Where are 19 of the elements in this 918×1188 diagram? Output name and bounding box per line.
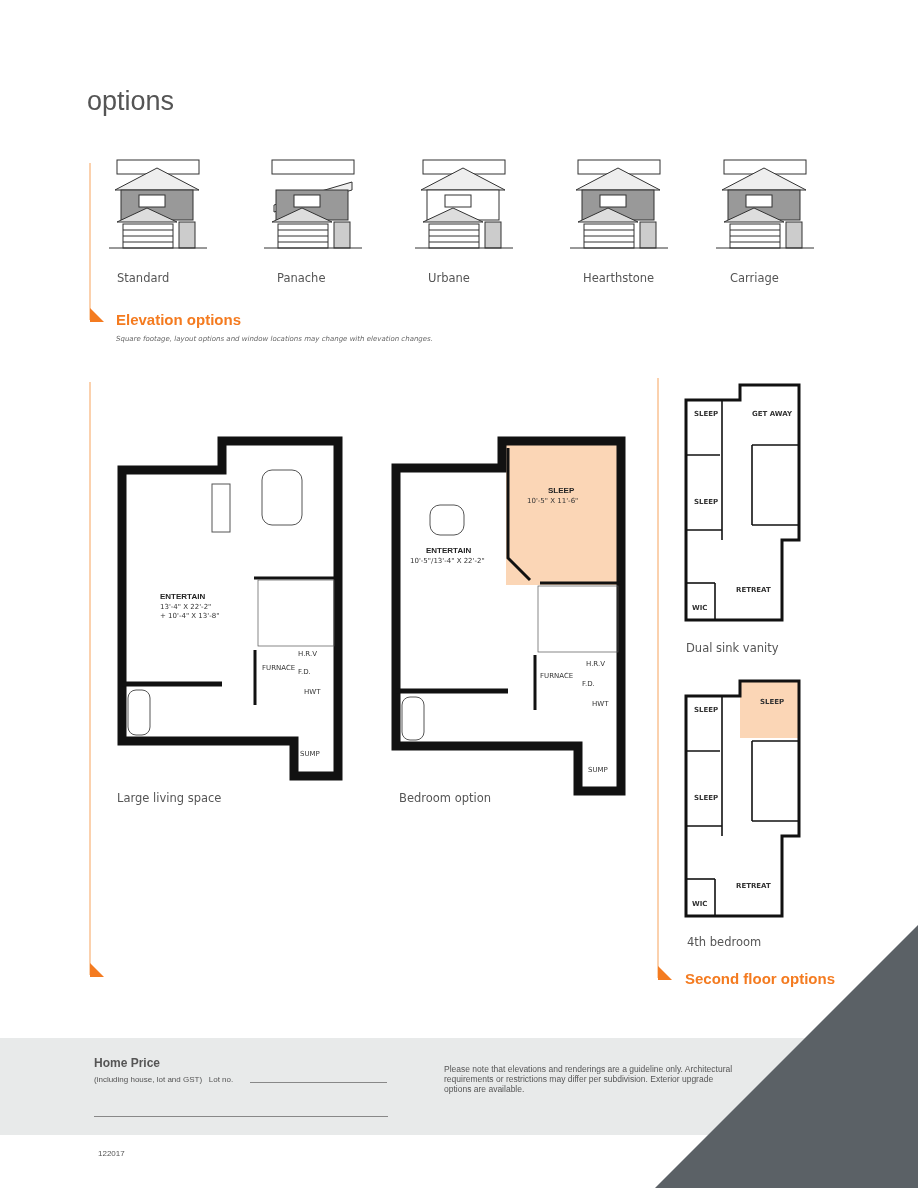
page-title: options <box>87 86 175 117</box>
form-label: (including house, lot and GST) Lot no. <box>94 1075 234 1085</box>
room-name: ENTERTAIN <box>426 546 472 556</box>
plan-caption: Large living space <box>117 792 222 806</box>
plan-caption: Dual sink vanity <box>686 642 779 656</box>
section-heading: Elevation options <box>116 311 241 329</box>
section-heading: Second floor options <box>685 970 835 988</box>
elevation-caption: Standard <box>117 272 170 286</box>
document-code: 122017 <box>98 1149 125 1159</box>
plan-caption: Bedroom option <box>399 792 492 806</box>
elevation-caption: Carriage <box>730 272 779 286</box>
room-name: ENTERTAIN <box>160 592 206 602</box>
elevation-caption: Hearthstone <box>583 272 655 286</box>
form-heading: Home Price <box>94 1057 161 1071</box>
disclaimer-text: Please note that elevations and renderings are a guideline only. Architectural requirements or restrictions may differ per subdivision. Exterior upgrade options are available. <box>444 1065 734 1095</box>
plan-caption: 4th bedroom <box>687 936 762 950</box>
elevation-caption: Urbane <box>428 272 470 286</box>
elevation-caption: Panache <box>277 272 326 286</box>
room-name: SLEEP <box>548 486 575 496</box>
